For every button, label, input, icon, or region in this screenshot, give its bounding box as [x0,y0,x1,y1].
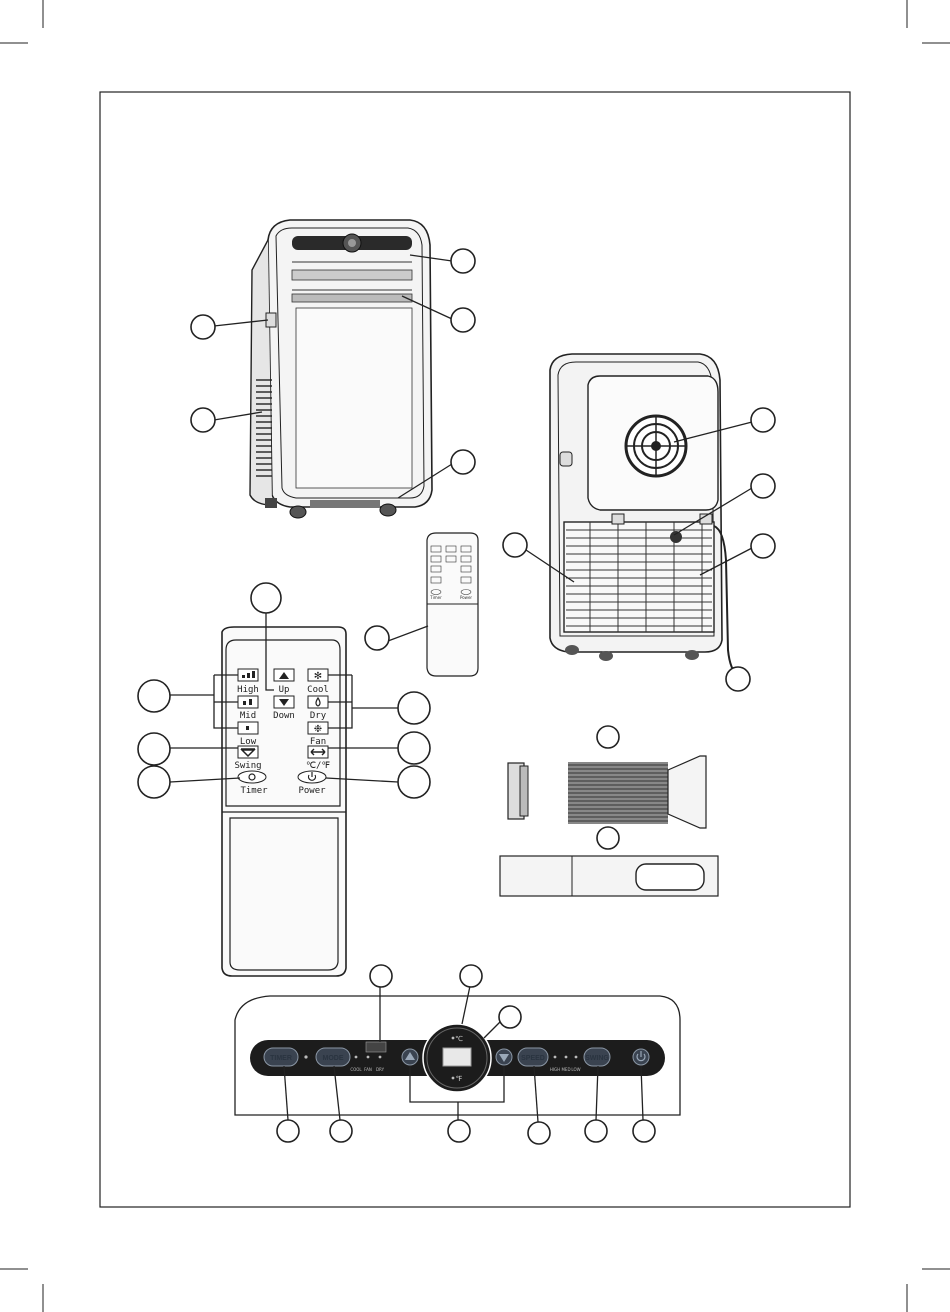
callout [503,533,527,557]
panel-swing-label: SWING [585,1055,609,1062]
large-remote: High Mid Low Swing Timer Up Down ✻ Cool … [222,627,346,976]
panel-digit-indicator [366,1042,386,1052]
callout [251,583,281,613]
callout [330,1120,352,1142]
down-label: Down [273,711,295,721]
window-slider-kit [500,856,718,896]
mini-power-label: Power [460,595,472,600]
up-label: Up [279,685,290,695]
callout [138,766,170,798]
callout [398,732,430,764]
mid-button[interactable] [238,696,258,708]
callout [191,408,215,432]
back-view-unit [550,354,738,676]
swing-label: Swing [234,761,261,771]
panel-speed-high: HIGH [550,1067,560,1072]
panel-mode-label: MODE [323,1055,344,1062]
callout [277,1120,299,1142]
mid-label: Mid [240,711,256,721]
panel-celsius-label: ℃ [455,1035,463,1043]
callout [398,766,430,798]
callout [597,827,619,849]
panel-mode-cool: COOL [350,1067,362,1072]
callout [451,308,475,332]
timer-label: Timer [240,786,268,796]
callout [451,450,475,474]
cool-label: Cool [307,685,329,695]
dry-label: Dry [310,711,327,721]
callout [751,474,775,498]
panel-display [443,1048,471,1066]
callout [633,1120,655,1142]
callout [365,626,389,650]
control-panel: TIMER MODE COOL FAN DRY ℃ ℉ SPEED HIGH M… [235,996,680,1115]
panel-mode-fan: FAN [364,1067,372,1072]
callout [370,965,392,987]
front-view-unit [250,220,432,518]
panel-speed-low: LOW [571,1067,580,1072]
high-label: High [237,685,259,695]
callout [138,680,170,712]
mini-timer-label: Timer [429,595,442,600]
snowflake-icon: ✻ [314,671,322,682]
callout [191,315,215,339]
callout [726,667,750,691]
panel-timer-label: TIMER [270,1055,292,1062]
callout [451,249,475,273]
timer-button[interactable] [238,771,266,783]
panel-speed-med: MED [561,1067,570,1072]
callout [751,408,775,432]
panel-mode-dry: DRY [376,1067,385,1072]
fan-icon: ❉ [314,724,322,735]
speed-low-icon [246,726,249,730]
callout [585,1120,607,1142]
temp-unit-label: ℃/℉ [306,761,331,771]
callout [460,965,482,987]
panel-fahrenheit-label: ℉ [456,1075,463,1083]
callout [448,1120,470,1142]
power-label: Power [298,786,326,796]
panel-speed-label: SPEED [521,1055,545,1062]
callout [499,1006,521,1028]
callout [597,726,619,748]
exhaust-hose [508,756,706,828]
mini-remote: Timer Power [427,533,478,676]
callout [528,1122,550,1144]
callout [751,534,775,558]
callout [398,692,430,724]
callout [138,733,170,765]
